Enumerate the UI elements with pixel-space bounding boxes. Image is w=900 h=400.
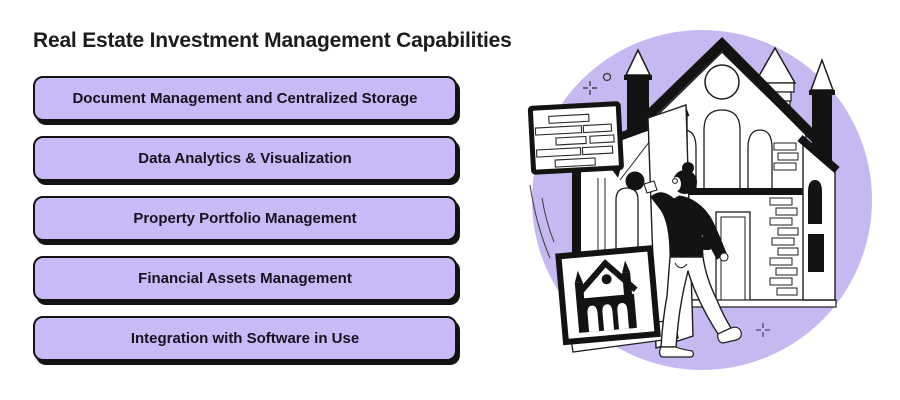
capability-financial-assets[interactable]: Financial Assets Management — [33, 256, 457, 301]
framed-house-picture — [555, 245, 661, 346]
capability-integration[interactable]: Integration with Software in Use — [33, 316, 457, 361]
sparkle-icon — [756, 323, 770, 337]
capability-document-management[interactable]: Document Management and Centralized Stor… — [33, 76, 457, 121]
capability-label: Integration with Software in Use — [130, 330, 360, 347]
capability-label: Financial Assets Management — [138, 270, 352, 287]
person-pants — [660, 256, 732, 348]
house-chimney-left — [624, 48, 652, 136]
brick-wall-detail — [769, 142, 799, 296]
capability-data-analytics[interactable]: Data Analytics & Visualization — [33, 136, 457, 181]
whiteboard-text-sign — [527, 101, 624, 178]
page-title: Real Estate Investment Management Capabi… — [33, 29, 512, 52]
sign-post — [572, 172, 581, 292]
glasses-icon — [672, 178, 678, 184]
capability-label: Property Portfolio Management — [133, 210, 357, 227]
sparkle-icon — [583, 72, 612, 95]
paint-pad-icon — [625, 171, 645, 191]
capability-property-portfolio[interactable]: Property Portfolio Management — [33, 196, 457, 241]
house-annex-right — [797, 134, 840, 301]
arc-decoration — [529, 184, 555, 259]
capability-label: Document Management and Centralized Stor… — [72, 90, 418, 107]
person-inspecting-house-illustration — [527, 30, 872, 370]
house-roof — [616, 36, 824, 147]
person-with-paint-pad — [625, 162, 742, 358]
capability-label: Data Analytics & Visualization — [138, 150, 352, 167]
sneaker-icon — [659, 346, 694, 358]
sneaker-icon — [717, 326, 742, 344]
